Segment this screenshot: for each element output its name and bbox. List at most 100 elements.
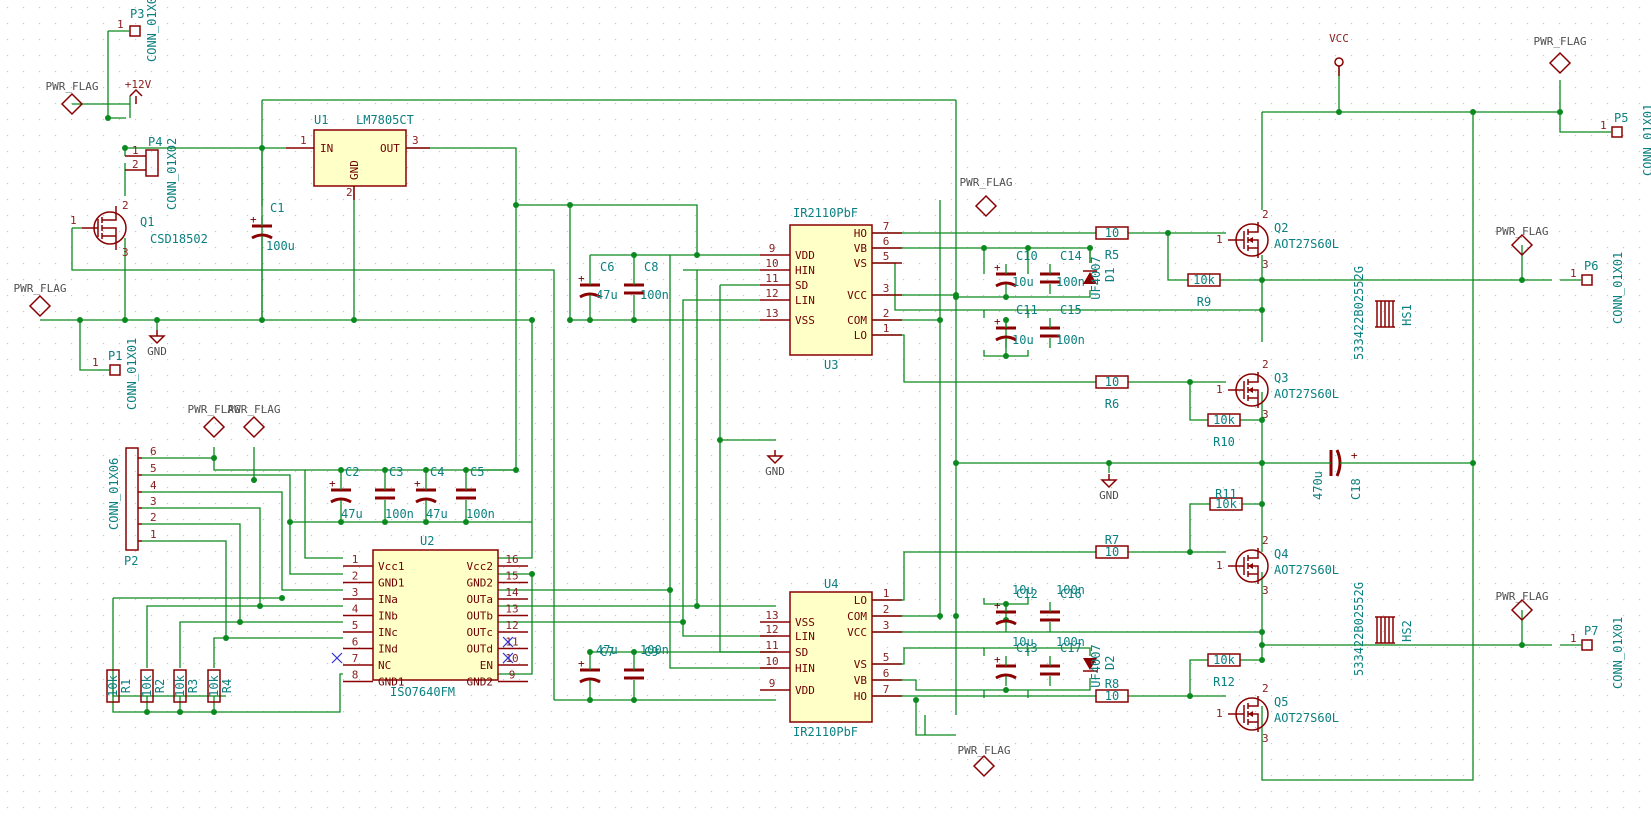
ic-pin-number: 13	[765, 307, 778, 320]
mosfet-ref: Q5	[1274, 695, 1288, 709]
resistor-ref: R12	[1213, 675, 1235, 689]
junction	[144, 709, 150, 715]
resistor-ref: R10	[1213, 435, 1235, 449]
junction	[1259, 629, 1265, 635]
ic-pin-name: SD	[795, 279, 808, 292]
junction	[287, 519, 293, 525]
junction	[382, 467, 388, 473]
mosfet-pin-2: 2	[1262, 208, 1269, 221]
capacitor-ref: C12	[1016, 587, 1038, 601]
mosfet-pin-3: 3	[1262, 732, 1269, 745]
junction	[631, 317, 637, 323]
connector-ref: P5	[1614, 111, 1628, 125]
ic-pin-name: INc	[378, 626, 398, 639]
capacitor-ref: C17	[1060, 641, 1082, 655]
gnd-symbol-c18: GND	[1099, 474, 1119, 502]
mosfet-pin-2: 2	[1262, 358, 1269, 371]
junction	[937, 613, 943, 619]
capacitor-value: 47u	[596, 288, 618, 302]
ic-pin-number: 16	[505, 553, 518, 566]
capacitor-value: 100n	[640, 643, 669, 657]
ic-pin-name: HO	[854, 690, 867, 703]
ic-pin-number: 10	[765, 257, 778, 270]
ic-pin-number: 6	[883, 667, 890, 680]
ic-pin-name: VS	[854, 257, 867, 270]
ic-u4: 13VSS12LIN11SD10HIN9VDD1LO2COM3VCC5VS6VB…	[760, 577, 902, 739]
pwr-flag-p7: PWR_FLAG	[1496, 590, 1548, 622]
junction	[463, 519, 469, 525]
connector-value: CONN_01X01	[1641, 104, 1651, 176]
mosfet-pin-3: 3	[1262, 584, 1269, 597]
junction	[77, 317, 83, 323]
mosfet-pin-2: 2	[122, 199, 129, 212]
heatsink-ref: HS2	[1400, 620, 1414, 642]
junction	[587, 649, 593, 655]
mosfet-value: AOT27S60L	[1274, 711, 1339, 725]
ic-pin-name: GND2	[467, 676, 494, 689]
ic-pin-number: 12	[765, 623, 778, 636]
connector-ref: P3	[130, 7, 144, 21]
pwr-flag-u4: PWR_FLAG	[958, 744, 1010, 778]
ic-ref: U4	[824, 577, 838, 591]
u1-pin-3: 3	[412, 134, 419, 147]
gnd-symbol-u3: GND	[765, 450, 785, 478]
connector-pin: 1	[1570, 632, 1577, 645]
connector-pin: 1	[150, 528, 157, 541]
connector-pin: 2	[132, 158, 139, 171]
resistor-value: 10k	[173, 674, 187, 696]
ic-u2: 1Vcc12GND13INa4INb5INc6INd7NC8GND116Vcc2…	[343, 534, 528, 699]
junction	[913, 697, 919, 703]
ic-pin-number: 15	[505, 570, 518, 583]
capacitor-value: 10u	[1012, 275, 1034, 289]
heatsink-value: 533422B02552G	[1352, 266, 1366, 360]
resistor-value: 10k	[1213, 653, 1235, 667]
ic-pin-name: VDD	[795, 684, 815, 697]
capacitor-value: 10u	[1012, 635, 1034, 649]
ic-pin-name: COM	[847, 314, 867, 327]
junction	[154, 317, 160, 323]
junction	[953, 292, 959, 298]
capacitor-ref: C5	[470, 465, 484, 479]
junction	[513, 202, 519, 208]
junction	[1259, 277, 1265, 283]
ic-pin-number: 6	[352, 636, 359, 649]
capacitor-ref: C4	[430, 465, 444, 479]
capacitor-plus-mark: +	[994, 315, 1001, 328]
junction	[1003, 687, 1009, 693]
ic-pin-name: VSS	[795, 616, 815, 629]
ic-pin-name: OUTc	[467, 626, 494, 639]
ic-pin-number: 9	[509, 669, 516, 682]
connector-pin: 1	[92, 356, 99, 369]
junction	[279, 595, 285, 601]
mosfet-pin-3: 3	[1262, 258, 1269, 271]
junction	[953, 613, 959, 619]
resistor-ref: R6	[1105, 397, 1119, 411]
capacitor-plus-mark: +	[578, 272, 585, 285]
pwr-flag-u3: PWR_FLAG	[960, 176, 1012, 218]
diode-value: UF4007	[1089, 644, 1103, 687]
capacitor-ref: C16	[1060, 587, 1082, 601]
ic-pin-number: 2	[883, 603, 890, 616]
ic-pin-number: 14	[505, 586, 519, 599]
capacitor-value: 470u	[1311, 471, 1325, 500]
ic-pin-number: 5	[883, 250, 890, 263]
